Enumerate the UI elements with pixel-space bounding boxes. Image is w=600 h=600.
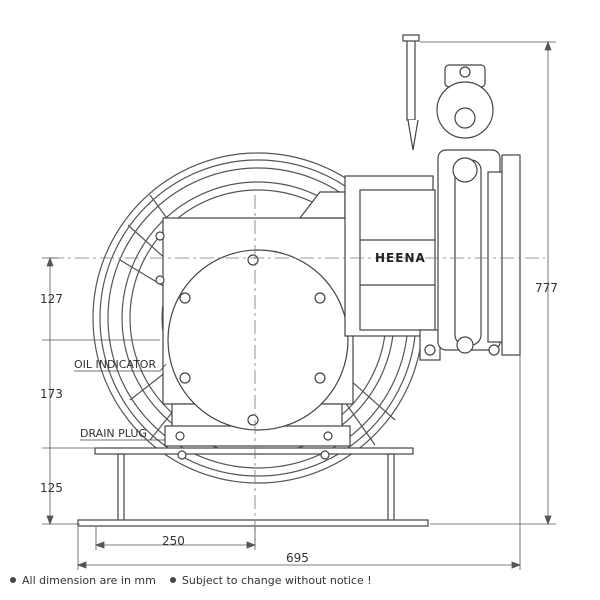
brake-magnet	[436, 64, 494, 139]
oil-indicator-label: OIL INDICATOR	[74, 358, 156, 371]
dimension-127-label: 127	[40, 292, 63, 306]
footer-note-subject-to-change-text: Subject to change without notice !	[181, 573, 372, 587]
base-frame	[77, 447, 429, 527]
dimension-173-label: 173	[40, 387, 63, 401]
dimension-695-label: 695	[286, 551, 309, 565]
brake-assembly	[424, 149, 521, 356]
bullet-icon	[169, 577, 176, 583]
dimension-lines	[42, 40, 556, 570]
dimension-250-label: 250	[162, 534, 185, 548]
gearbox-body	[155, 191, 354, 447]
footer-note-dimensions: All dimension are in mm	[10, 574, 156, 587]
dimension-777-label: 777	[535, 281, 558, 295]
dimension-125-label: 125	[40, 481, 63, 495]
footer-notes: All dimension are in mm Subject to chang…	[10, 572, 590, 588]
footer-note-subject-to-change: Subject to change without notice !	[169, 573, 372, 587]
callout-leaders	[74, 363, 167, 441]
motor-block	[344, 175, 441, 361]
center-lines	[50, 195, 545, 545]
brand-label: HEENA	[375, 251, 426, 265]
release-handle	[402, 34, 420, 151]
bullet-icon	[10, 577, 16, 583]
drain-plug-label: DRAIN PLUG	[80, 427, 147, 440]
footer-note-dimensions-text: All dimension are in mm	[22, 573, 156, 587]
